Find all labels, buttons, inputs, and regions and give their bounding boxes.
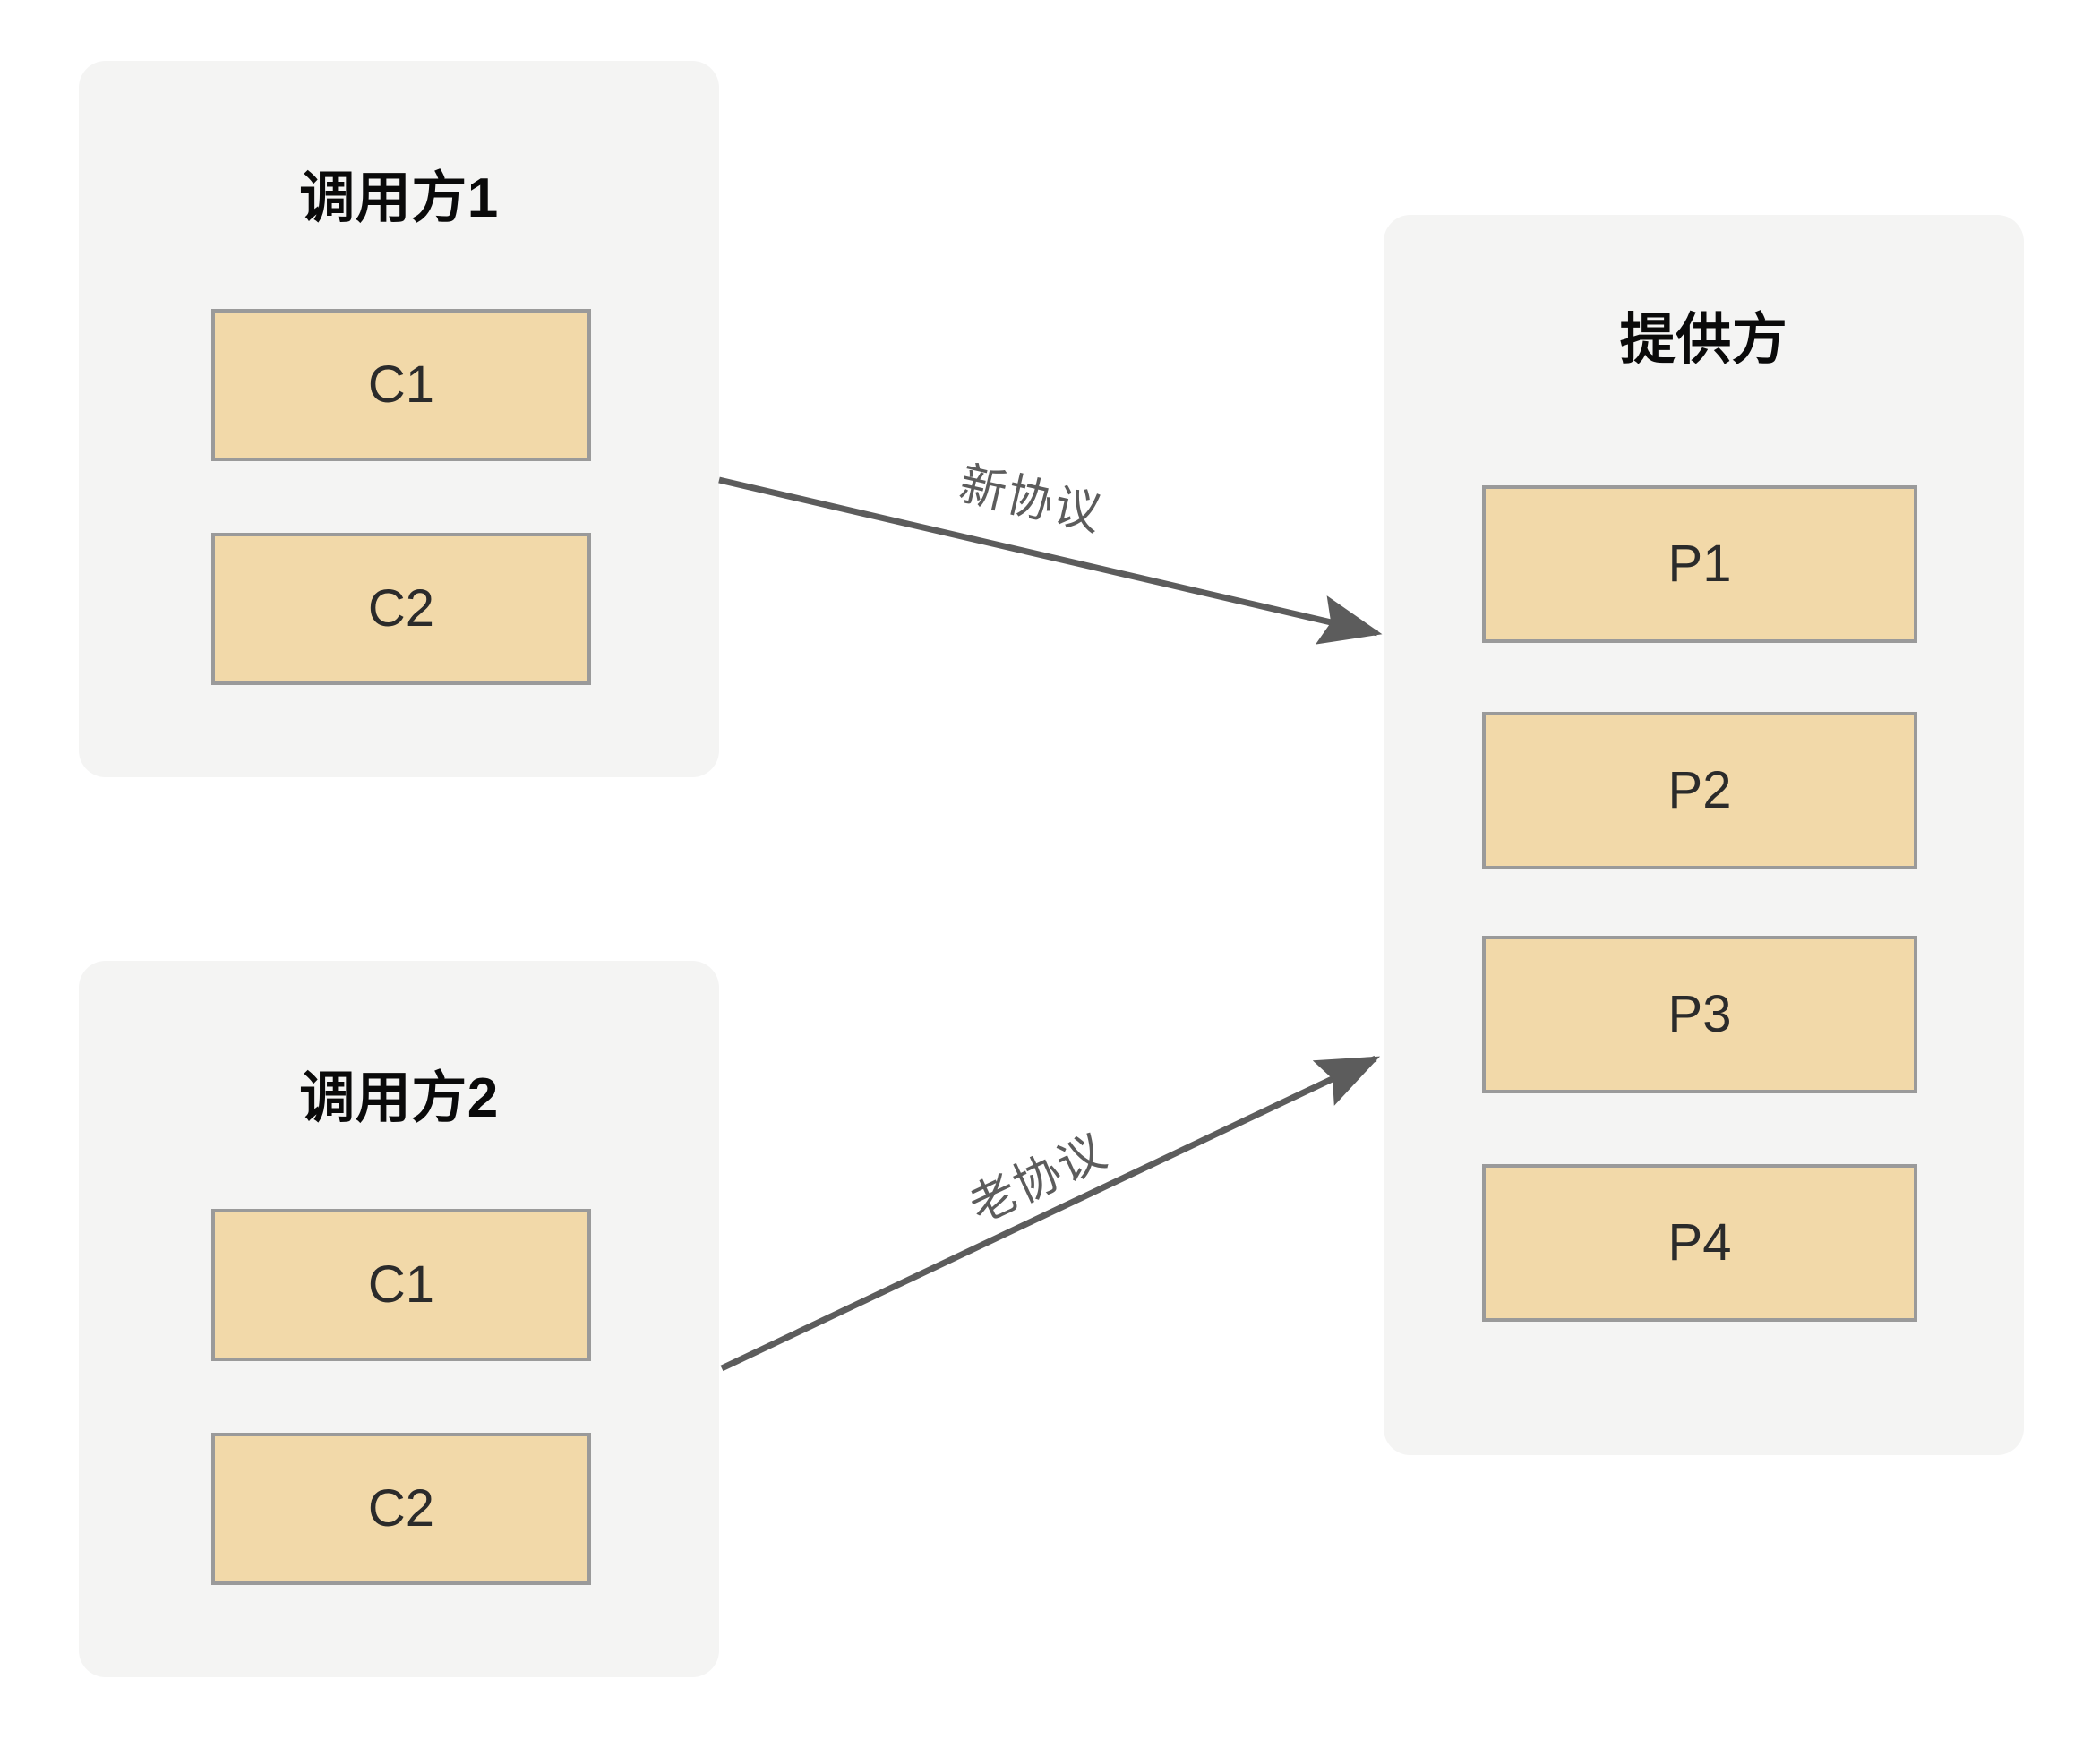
arrow-label-old-protocol: 老协议: [961, 1125, 1116, 1234]
component-box-c1-caller2[interactable]: C1: [211, 1209, 591, 1361]
group-provider[interactable]: 提供方 P1 P2 P3 P4: [1384, 215, 2024, 1455]
component-box-p2[interactable]: P2: [1482, 712, 1917, 870]
component-box-p1[interactable]: P1: [1482, 485, 1917, 643]
group-caller2-title: 调用方2: [299, 1067, 499, 1129]
group-caller1[interactable]: 调用方1 C1 C2: [79, 61, 719, 777]
component-box-p4[interactable]: P4: [1482, 1164, 1917, 1322]
component-box-c2-caller2[interactable]: C2: [211, 1433, 591, 1585]
component-box-p3[interactable]: P3: [1482, 936, 1917, 1093]
component-box-c2-caller1[interactable]: C2: [211, 533, 591, 685]
component-box-c1-caller1[interactable]: C1: [211, 309, 591, 461]
group-provider-title: 提供方: [1619, 309, 1788, 371]
arrow-label-new-protocol: 新协议: [954, 458, 1108, 542]
group-caller1-title: 调用方1: [299, 167, 499, 229]
group-caller2[interactable]: 调用方2 C1 C2: [79, 961, 719, 1677]
arrow-old-protocol: [720, 1055, 1381, 1372]
